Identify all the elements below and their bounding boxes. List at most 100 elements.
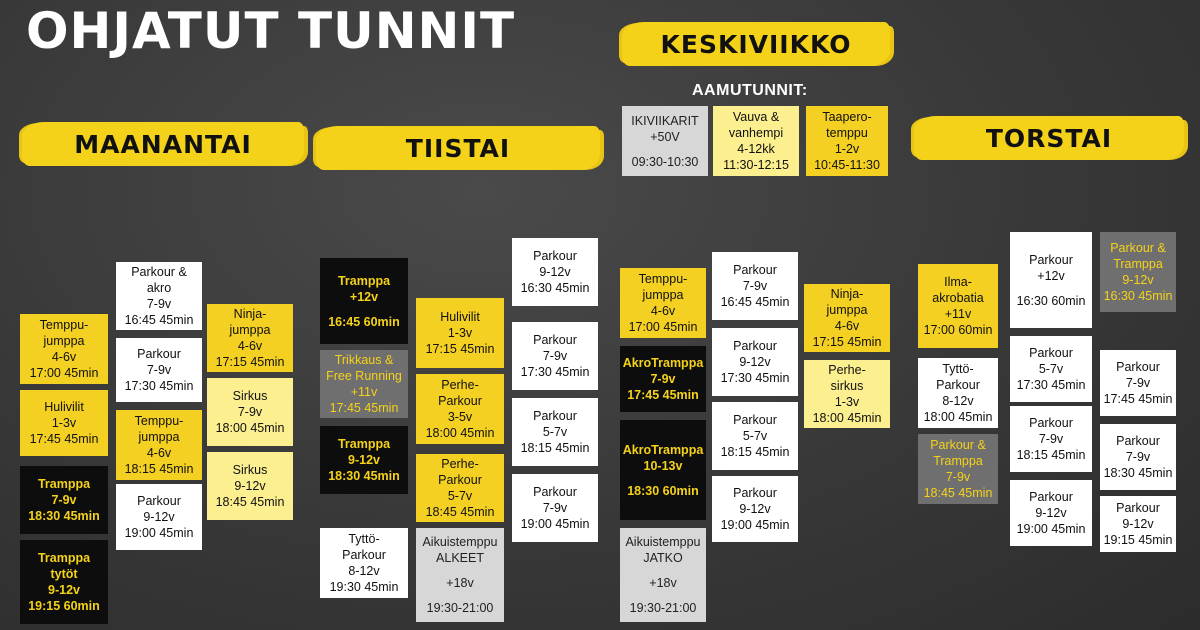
class-card-line: 1-2v	[834, 142, 860, 156]
class-card-line: Aikuistemppu	[422, 535, 498, 549]
class-card-line: 7-9v	[1125, 376, 1151, 390]
class-card-line: 16:45 60min	[328, 314, 400, 329]
class-card-line: Free Running	[326, 369, 402, 383]
class-card-line: Parkour	[1029, 416, 1073, 430]
class-card-line: Parkour &	[1110, 241, 1166, 255]
class-card-line: Parkour	[733, 339, 777, 353]
class-card-line: 4-6v	[834, 319, 860, 333]
class-card-line: +12v	[1037, 268, 1065, 283]
class-card-line: Parkour	[1029, 346, 1073, 360]
class-card-line: 9-12v	[143, 510, 175, 524]
class-card-line: Perhe-	[441, 378, 479, 392]
class-card-line: 17:30 45min	[124, 379, 194, 393]
class-card-line: Tramppa	[337, 437, 391, 451]
class-card-line: Parkour	[1116, 360, 1160, 374]
class-card-line: Parkour	[1029, 490, 1073, 504]
class-card-line: Tramppa	[337, 273, 391, 288]
class-card-line: Tyttö-	[942, 362, 974, 376]
class-card-line: 9-12v	[1122, 517, 1154, 531]
class-card-line: 7-9v	[146, 363, 172, 377]
class-card-line: Parkour	[533, 485, 577, 499]
day-banner-torstai: TORSTAI	[914, 116, 1184, 160]
class-card-line: Tramppa	[1113, 257, 1163, 271]
class-card-line: 17:45 45min	[1103, 392, 1173, 406]
class-card: Parkour 9-12v 19:00 45min	[116, 484, 202, 550]
class-card-line: Parkour	[733, 263, 777, 277]
class-card-line: 1-3v	[834, 395, 860, 409]
class-card-line: 17:45 45min	[627, 388, 699, 402]
class-card-line: 4-6v	[237, 339, 263, 353]
class-card-line: ALKEET	[436, 551, 484, 565]
class-card-line: Parkour	[733, 486, 777, 500]
class-card-line: 5-7v	[542, 425, 568, 439]
class-card-line: 9-12v	[1035, 506, 1067, 520]
class-card-line: +11v	[944, 307, 972, 321]
class-card-line: +12v	[349, 289, 379, 304]
class-card-line: Temppu-	[638, 272, 688, 286]
class-card-line: 17:30 45min	[720, 371, 790, 385]
class-card-line: sirkus	[830, 379, 864, 393]
class-card-line: jumppa	[138, 430, 180, 444]
class-card-line: Sirkus	[232, 463, 268, 477]
class-card-line: jumppa	[826, 303, 868, 317]
class-card-line: 7-9v	[945, 470, 971, 484]
class-card-line: IKIVIIKARIT	[631, 113, 699, 128]
class-card-line: Taapero-	[822, 110, 872, 124]
class-card-line: 16:30 45min	[520, 281, 590, 295]
class-card-line: 19:00 45min	[124, 526, 194, 540]
class-card-line: 17:30 45min	[1016, 378, 1086, 392]
class-card-line: 17:15 45min	[215, 355, 285, 369]
class-card-line: +50V	[650, 129, 680, 144]
class-card-line: 18:30 60min	[627, 483, 699, 498]
class-card-line: Tramppa	[933, 454, 983, 468]
class-card-line: Parkour	[137, 494, 181, 508]
class-card-line: Parkour	[438, 394, 482, 408]
class-card-line: Hulivilit	[44, 400, 84, 414]
class-card-line: JATKO	[643, 551, 683, 565]
class-card-line: 16:30 60min	[1016, 293, 1086, 308]
class-card-line: Temppu-	[134, 414, 184, 428]
class-card-line: 9-12v	[234, 479, 266, 493]
class-card-line: Perhe-	[828, 363, 866, 377]
class-card-line: 19:00 45min	[520, 517, 590, 531]
class-card-line: +18v	[649, 576, 677, 590]
class-card-line: 1-3v	[51, 416, 77, 430]
class-card-line: Tramppa	[37, 477, 91, 491]
class-card-line: 17:15 45min	[425, 342, 495, 356]
class-card-line: 18:30 45min	[328, 469, 400, 483]
class-card-line: Hulivilit	[440, 310, 480, 324]
class-card-line: 7-9v	[1038, 432, 1064, 446]
class-card-line: Sirkus	[232, 389, 268, 403]
class-card-line: 7-9v	[237, 405, 263, 419]
class-card-line: Parkour	[533, 333, 577, 347]
class-card-line: akrobatia	[932, 291, 984, 305]
class-card-line: Parkour	[137, 347, 181, 361]
class-card-line: 19:30-21:00	[426, 601, 494, 615]
class-card-line: Parkour	[342, 548, 386, 562]
class-card-line: 10-13v	[643, 458, 683, 473]
class-card-line: 9-12v	[1122, 273, 1154, 287]
class-card-line: 18:00 45min	[923, 410, 993, 424]
